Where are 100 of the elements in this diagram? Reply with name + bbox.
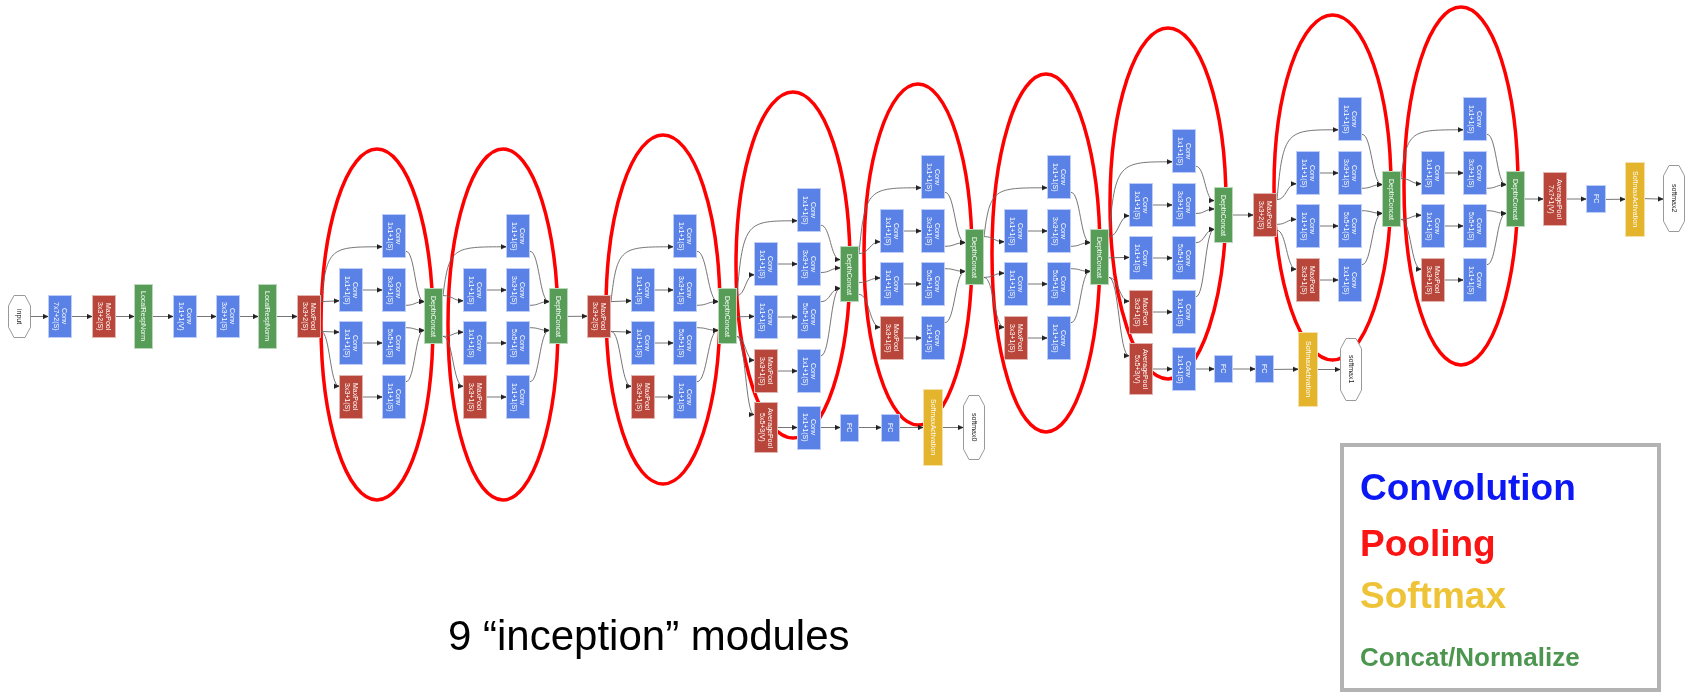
convolution-block: [1463, 204, 1487, 248]
convolution-block: [1463, 151, 1487, 195]
concat-block: [840, 246, 859, 302]
softmax-block: [923, 389, 943, 466]
convolution-block: [921, 155, 945, 199]
convolution-block: [754, 242, 778, 286]
pooling-block: [1296, 258, 1320, 302]
convolution-block: [1047, 316, 1071, 360]
convolution-block: [1004, 262, 1028, 306]
concat-block: [549, 288, 568, 344]
concat-block: [424, 288, 443, 344]
convolution-block: [1338, 204, 1362, 248]
convolution-block: [506, 268, 530, 312]
legend-entry: Concat/Normalize: [1360, 643, 1580, 673]
convolution-block: [382, 375, 406, 419]
convolution-block: [797, 188, 821, 232]
highlight-ellipse: [319, 147, 435, 502]
convolution-block: [880, 209, 904, 253]
pooling-block: [297, 295, 321, 338]
convolution-block: [1172, 347, 1196, 391]
concat-block: [134, 284, 153, 349]
legend-entry: Convolution: [1360, 467, 1576, 510]
convolution-block: [797, 242, 821, 286]
convolution-block: [1047, 209, 1071, 253]
convolution-block: [1296, 151, 1320, 195]
highlight-ellipse: [604, 133, 722, 486]
concat-block: [965, 229, 984, 285]
convolution-block: [339, 321, 363, 365]
highlight-ellipse: [990, 72, 1102, 434]
convolution-block: [1129, 183, 1153, 227]
concat-block: [1090, 229, 1109, 285]
pooling-block: [1129, 343, 1153, 395]
highlight-ellipse: [446, 147, 560, 502]
legend-entry: Softmax: [1360, 575, 1506, 618]
softmax-block: [1298, 332, 1318, 407]
convolution-block: [673, 214, 697, 258]
convolution-block: [1129, 236, 1153, 280]
convolution-block: [631, 268, 655, 312]
pooling-block: [631, 375, 655, 419]
concat-block: [1214, 187, 1233, 243]
pooling-block: [1253, 193, 1277, 237]
convolution-block: [1047, 262, 1071, 306]
convolution-block: [463, 268, 487, 312]
softmax-block: [1625, 162, 1645, 237]
convolution-block: [673, 321, 697, 365]
convolution-block: [463, 321, 487, 365]
pooling-block: [1543, 172, 1567, 226]
pooling-block: [880, 316, 904, 360]
terminal-octagon: [1340, 338, 1362, 401]
convolution-block: [1338, 258, 1362, 302]
convolution-block: [1338, 97, 1362, 141]
convolution-block: [382, 321, 406, 365]
convolution-block: [631, 321, 655, 365]
convolution-block: [1172, 290, 1196, 334]
convolution-block: [1296, 204, 1320, 248]
convolution-block: [754, 295, 778, 339]
convolution-block: [506, 214, 530, 258]
convolution-block: [1172, 183, 1196, 227]
concat-block: [718, 288, 737, 344]
convolution-block: [921, 262, 945, 306]
pooling-block: [339, 375, 363, 419]
convolution-block: [1172, 236, 1196, 280]
convolution-block: [506, 321, 530, 365]
pooling-block: [1421, 258, 1445, 302]
concat-block: [258, 284, 277, 349]
convolution-block: [1214, 355, 1233, 383]
convolution-block: [1004, 209, 1028, 253]
highlight-ellipse: [1402, 5, 1520, 367]
convolution-block: [1463, 258, 1487, 302]
terminal-octagon: [1663, 165, 1685, 232]
convolution-block: [921, 316, 945, 360]
convolution-block: [1586, 185, 1606, 213]
convolution-block: [1172, 129, 1196, 173]
convolution-block: [339, 268, 363, 312]
convolution-block: [1047, 155, 1071, 199]
terminal-octagon: [963, 395, 985, 460]
convolution-block: [673, 375, 697, 419]
pooling-block: [587, 295, 611, 338]
convolution-block: [840, 413, 859, 442]
convolution-block: [1463, 97, 1487, 141]
convolution-block: [1421, 204, 1445, 248]
convolution-block: [1421, 151, 1445, 195]
convolution-block: [881, 413, 900, 442]
pooling-block: [754, 349, 778, 393]
convolution-block: [1255, 355, 1274, 383]
convolution-block: [506, 375, 530, 419]
legend-entry: Pooling: [1360, 523, 1496, 566]
caption: 9 “inception” modules: [448, 612, 850, 660]
convolution-block: [797, 295, 821, 339]
convolution-block: [48, 295, 72, 338]
convolution-block: [1338, 151, 1362, 195]
pooling-block: [1129, 290, 1153, 334]
concat-block: [1382, 171, 1401, 227]
convolution-block: [921, 209, 945, 253]
pooling-block: [92, 295, 116, 338]
convolution-block: [797, 349, 821, 393]
concat-block: [1506, 171, 1525, 227]
convolution-block: [382, 268, 406, 312]
convolution-block: [673, 268, 697, 312]
convolution-block: [216, 295, 240, 338]
